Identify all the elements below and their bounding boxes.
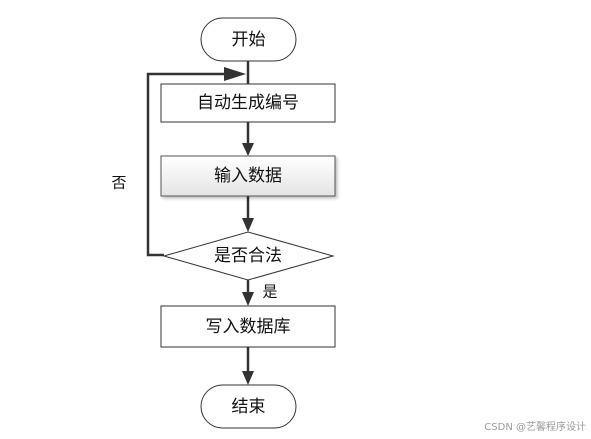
edge-label-yes: 是 [262, 283, 277, 301]
arrowhead-write [242, 292, 254, 306]
node-write-db: 写入数据库 [160, 305, 336, 348]
node-end-label: 结束 [232, 397, 266, 417]
node-generate-id: 自动生成编号 [160, 83, 336, 123]
edge-loop-no [146, 72, 225, 257]
connectors [146, 61, 250, 371]
watermark: CSDN @艺馨程序设计 [484, 420, 586, 433]
arrowhead-end [242, 371, 254, 385]
edge-label-no: 否 [111, 174, 126, 192]
node-is-valid-decision: 是否合法 [162, 231, 335, 281]
node-input-data-label: 输入数据 [214, 166, 282, 186]
arrowhead-input [242, 143, 254, 156]
node-input-data: 输入数据 [160, 155, 336, 197]
node-start: 开始 [200, 17, 297, 62]
node-end: 结束 [200, 384, 297, 429]
node-generate-id-label: 自动生成编号 [197, 93, 299, 113]
arrowhead-check [242, 218, 254, 232]
arrowhead-loop [224, 67, 246, 81]
node-is-valid-label: 是否合法 [214, 246, 282, 266]
node-start-label: 开始 [232, 30, 266, 50]
node-write-db-label: 写入数据库 [206, 317, 291, 337]
